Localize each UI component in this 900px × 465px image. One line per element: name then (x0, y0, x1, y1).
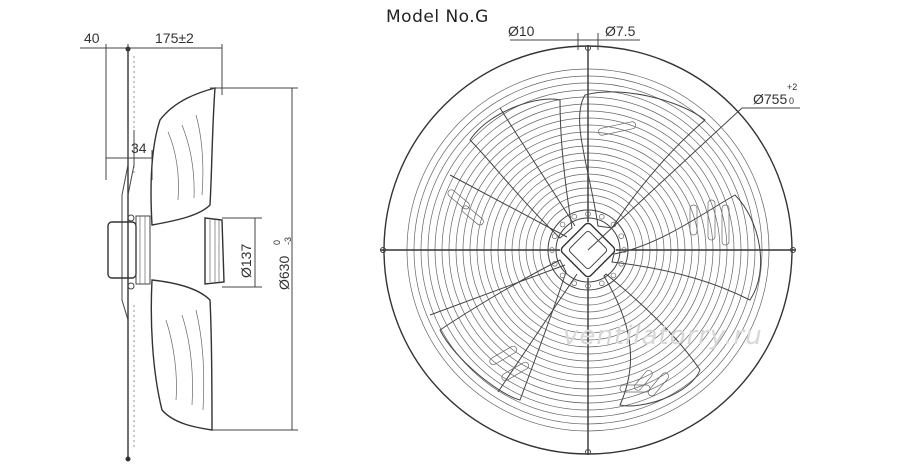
hub-bolt (599, 213, 605, 220)
dim-fan-dia-label: Ø630 (276, 256, 292, 290)
hub-bolt (621, 247, 627, 253)
dim-fan-tol-lower: -3 (283, 237, 293, 245)
dim-fan-tol-upper: 0 (272, 240, 282, 245)
hub-bolt (551, 233, 558, 239)
hub-bolt (559, 272, 566, 279)
hub-bolt (571, 213, 577, 220)
hub-bolt (599, 280, 605, 287)
dim-hole-a-label: Ø10 (508, 23, 535, 39)
hub-bolt (585, 283, 591, 289)
hub-bolt (551, 261, 558, 267)
dim-front-label: 40 (84, 30, 100, 46)
hub-bolt (585, 211, 591, 217)
dim-guard-tol-upper: +2 (787, 82, 797, 92)
side-view: 40 175±2 34 (80, 30, 298, 462)
hub-bolt (549, 247, 555, 253)
dim-depth-label: 175±2 (155, 30, 194, 46)
dim-guard-tol-lower: 0 (789, 96, 794, 106)
hub-bolt (571, 280, 577, 287)
dim-guard-dia-label: Ø755 (753, 91, 787, 107)
front-view: Model No.G (380, 7, 800, 455)
hub-bolts (549, 211, 627, 289)
dim-motor-dia-label: Ø137 (238, 244, 254, 278)
watermark-text: ventilatorry.ru (563, 321, 763, 351)
dim-ring-label: 34 (131, 140, 147, 156)
drawing-title: Model No.G (386, 7, 489, 27)
dim-hole-b-label: Ø7.5 (605, 23, 636, 39)
hub-bolt (618, 233, 625, 239)
hub-bolt (610, 272, 617, 279)
hub-bolt (559, 221, 566, 228)
hub-bolt (618, 261, 625, 267)
